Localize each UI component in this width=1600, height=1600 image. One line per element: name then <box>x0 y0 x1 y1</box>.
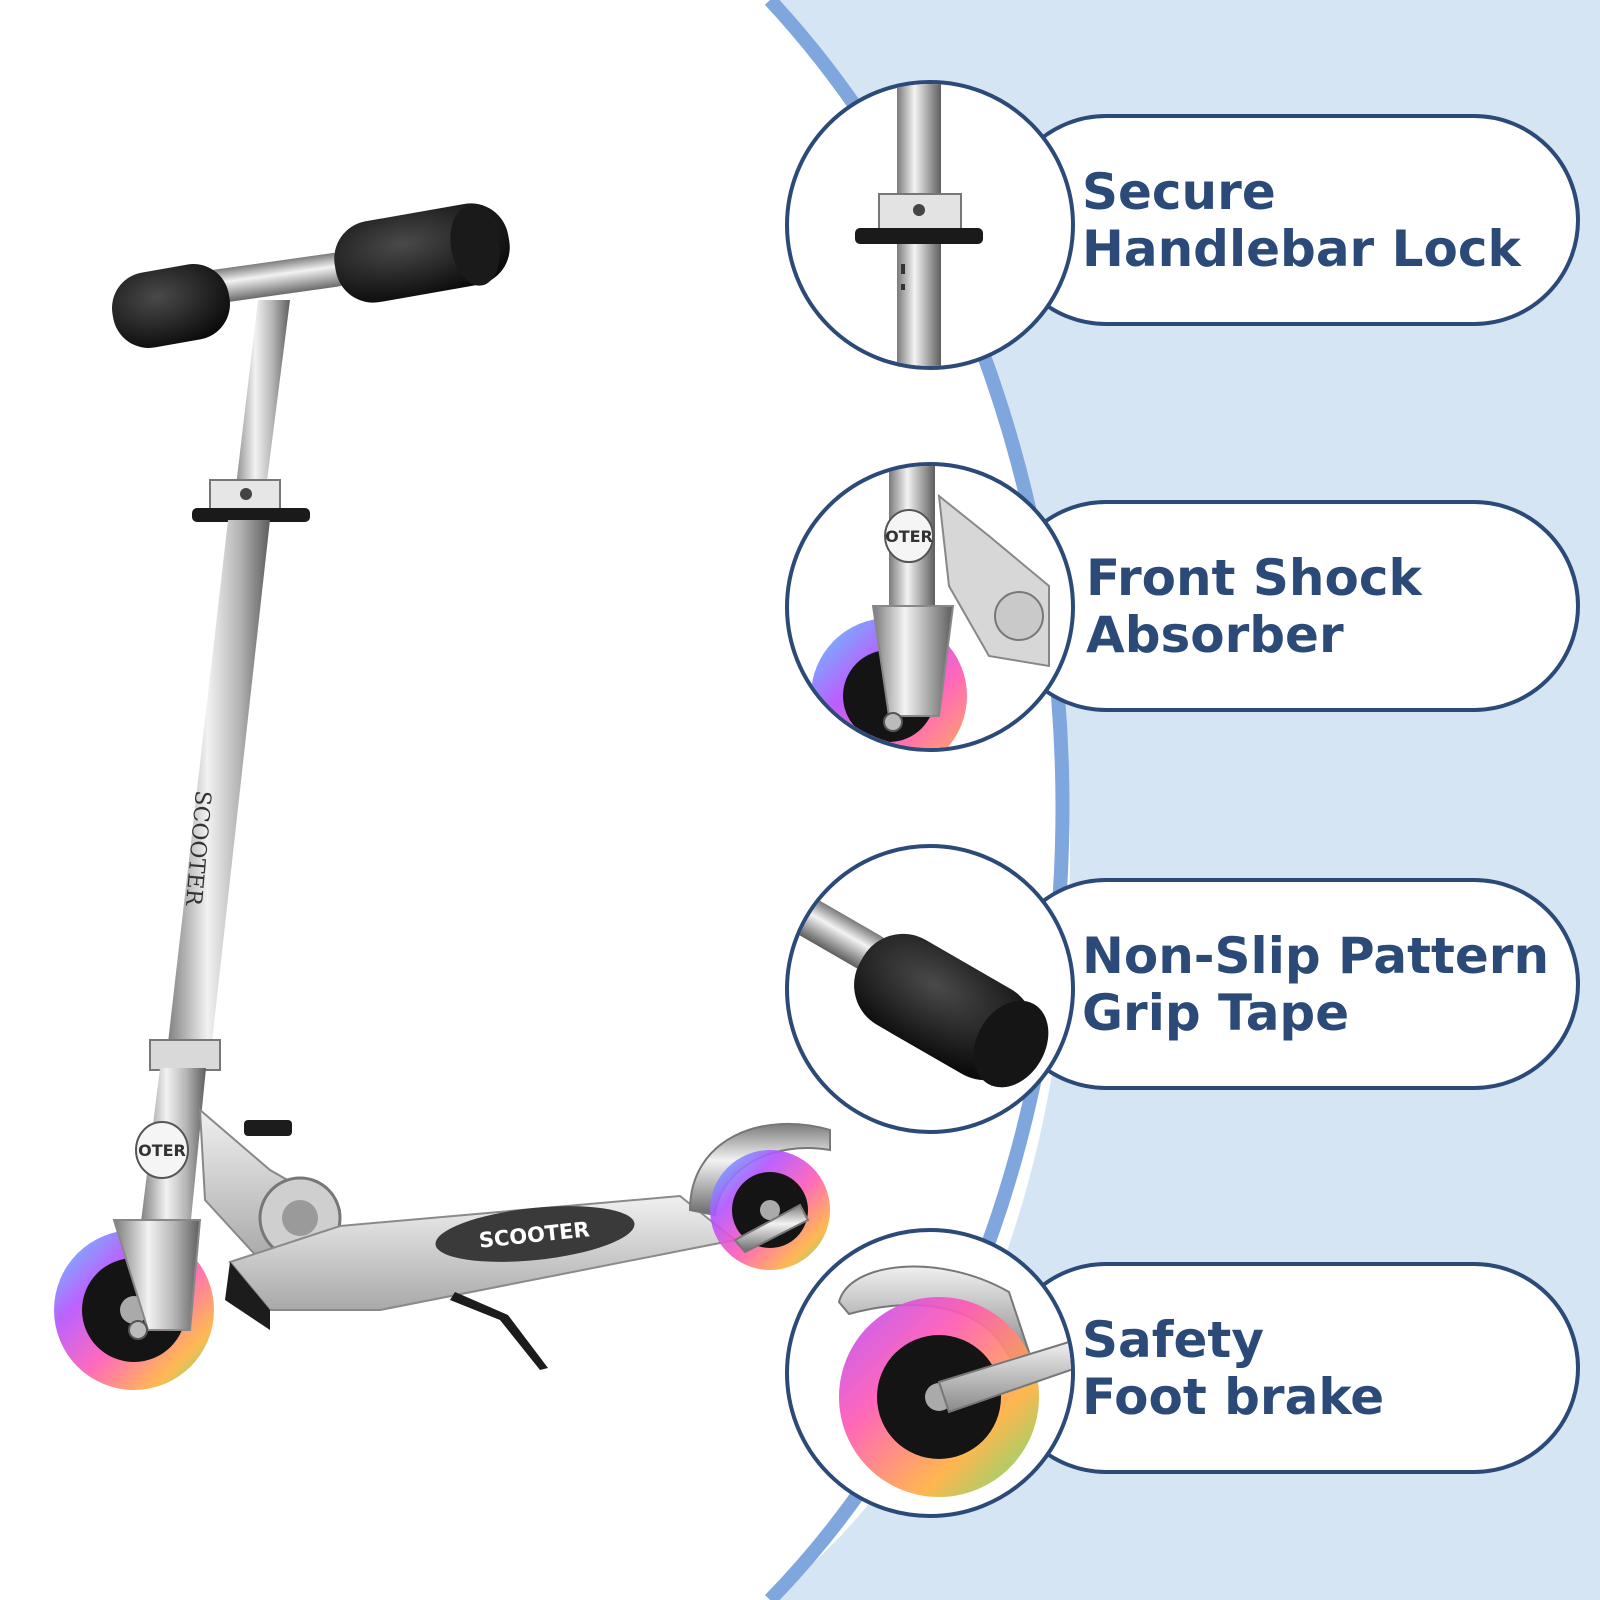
shock-absorber-icon: OTER <box>785 462 1075 752</box>
feature-pill: Front Shock Absorber <box>1000 500 1580 712</box>
foot-brake-icon <box>785 1228 1075 1518</box>
upper-stem <box>232 300 290 520</box>
feature-grip-tape: Non-Slip Pattern Grip Tape <box>0 844 1600 1144</box>
left-grip <box>112 264 230 348</box>
feature-title-line1: Safety <box>1082 1311 1264 1369</box>
feature-pill: Non-Slip Pattern Grip Tape <box>1000 878 1580 1090</box>
panel-shape <box>770 0 1600 1600</box>
feature-title-line1: Non-Slip Pattern <box>1082 927 1550 985</box>
feature-title-line2: Handlebar Lock <box>1082 220 1521 278</box>
feature-title-line1: Front Shock <box>1086 549 1422 607</box>
feature-title-line2: Grip Tape <box>1082 984 1350 1042</box>
feature-pill: Secure Handlebar Lock <box>1000 114 1580 326</box>
kickstand <box>450 1292 548 1370</box>
feature-foot-brake: Safety Foot brake <box>0 1228 1600 1528</box>
feature-title-line2: Foot brake <box>1082 1368 1385 1426</box>
feature-title: Non-Slip Pattern Grip Tape <box>1082 928 1552 1042</box>
feature-title: Secure Handlebar Lock <box>1082 164 1552 278</box>
feature-shock-absorber: Front Shock Absorber OTER <box>0 462 1600 762</box>
collar-label: OTER <box>138 1141 186 1160</box>
feature-title-line1: Secure <box>1082 163 1276 221</box>
collar-label: OTER <box>885 527 933 546</box>
lock-collar <box>209 479 281 511</box>
feature-pill: Safety Foot brake <box>1000 1262 1580 1474</box>
feature-title: Front Shock Absorber <box>1086 550 1556 664</box>
feature-title: Safety Foot brake <box>1082 1312 1552 1426</box>
feature-title-line2: Absorber <box>1086 606 1344 664</box>
handlebar-bar <box>190 252 350 306</box>
handlebar-lock-icon <box>785 80 1075 370</box>
feature-handlebar-lock: Secure Handlebar Lock <box>0 80 1600 380</box>
lower-stem <box>166 520 270 1060</box>
grip-icon <box>785 844 1075 1134</box>
